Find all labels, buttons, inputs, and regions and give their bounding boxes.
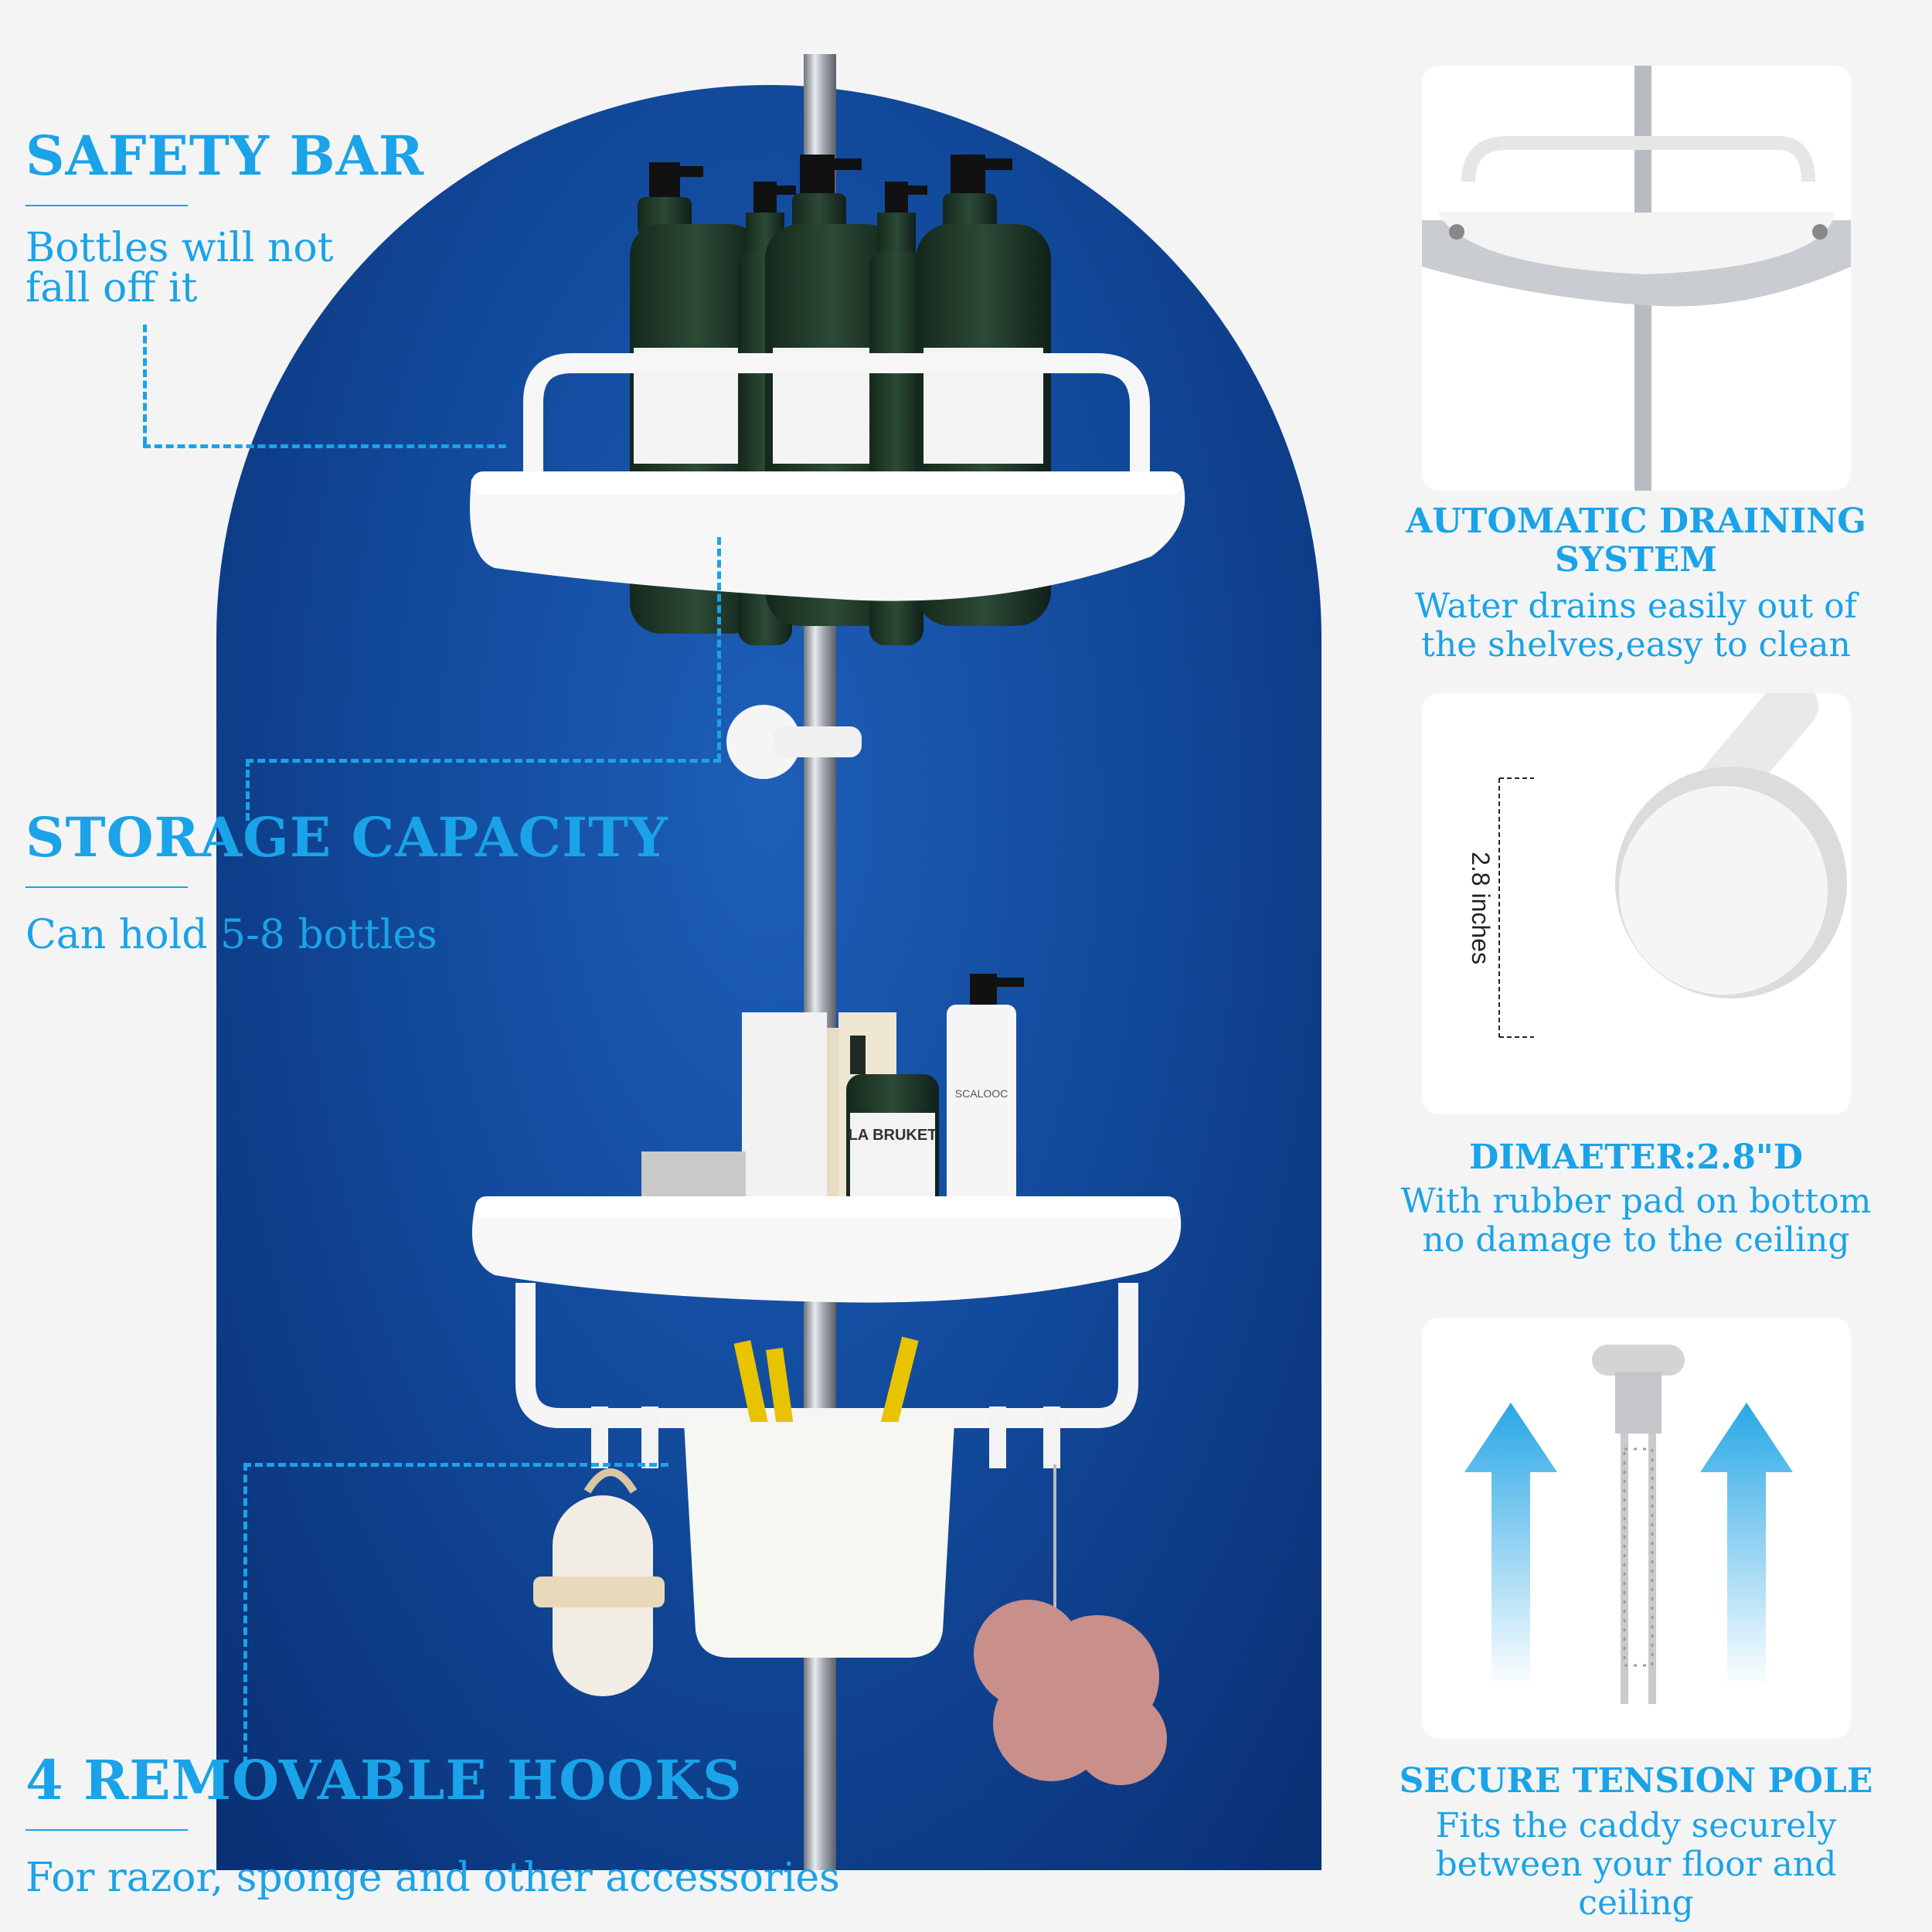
diameter-card: 2.8 inches (1422, 693, 1851, 1114)
safety-bar-desc: Bottles will not fall off it (26, 225, 334, 311)
towel-bar (515, 1283, 1138, 1428)
storage-capacity-desc: Can hold 5-8 bottles (26, 912, 437, 958)
hooks (591, 1406, 1060, 1468)
leader-safety-h (143, 444, 506, 448)
top-shelf (470, 479, 1185, 601)
middle-shelf (471, 1206, 1182, 1303)
diameter-measure-label: 2.8 inches (1467, 852, 1495, 964)
removable-hooks-desc: For razor, sponge and other accessories (26, 1855, 840, 1901)
leader-storage-v (717, 537, 721, 761)
storage-capacity-rule (26, 886, 188, 888)
diameter-desc: With rubber pad on bottom no damage to t… (1400, 1182, 1872, 1260)
draining-shelf-image (1422, 66, 1851, 491)
safety-bar-rule (26, 205, 188, 206)
draining-title: AUTOMATIC DRAINING SYSTEM (1406, 502, 1866, 580)
rubber-pad-image: 2.8 inches (1467, 693, 1847, 1038)
up-arrow-icon (1464, 1403, 1557, 1689)
leader-storage-v2 (246, 759, 250, 821)
loofah-sponge (974, 1600, 1167, 1785)
middle-shelf-products: LA BRUKET SCALOOC (641, 974, 1024, 1209)
diameter-title: DIMAETER:2.8"D (1469, 1138, 1803, 1177)
draining-desc: Water drains easily out of the shelves,e… (1415, 587, 1857, 665)
leader-safety-v (143, 325, 147, 444)
tension-title: SECURE TENSION POLE (1399, 1761, 1873, 1801)
leader-storage-h (246, 759, 721, 763)
up-arrow-icon (1700, 1403, 1793, 1689)
safety-bar-rail (523, 353, 1150, 471)
tension-pole-card (1422, 1318, 1851, 1739)
pole-bracket (726, 705, 801, 779)
product-label-scalooc: SCALOOC (955, 1087, 1008, 1100)
tension-desc: Fits the caddy securely between your flo… (1435, 1806, 1837, 1923)
toothbrush-cup (684, 1422, 954, 1658)
storage-capacity-title: STORAGE CAPACITY (26, 805, 669, 869)
safety-bar-title: SAFETY BAR (26, 124, 424, 188)
leader-hooks-h (243, 1463, 668, 1467)
removable-hooks-rule (26, 1829, 188, 1831)
leader-hooks-v (243, 1463, 247, 1764)
draining-system-card (1422, 66, 1851, 491)
tension-spring-image (1464, 1345, 1793, 1704)
product-label-bruket: LA BRUKET (849, 1127, 937, 1144)
removable-hooks-title: 4 REMOVABLE HOOKS (26, 1748, 743, 1812)
